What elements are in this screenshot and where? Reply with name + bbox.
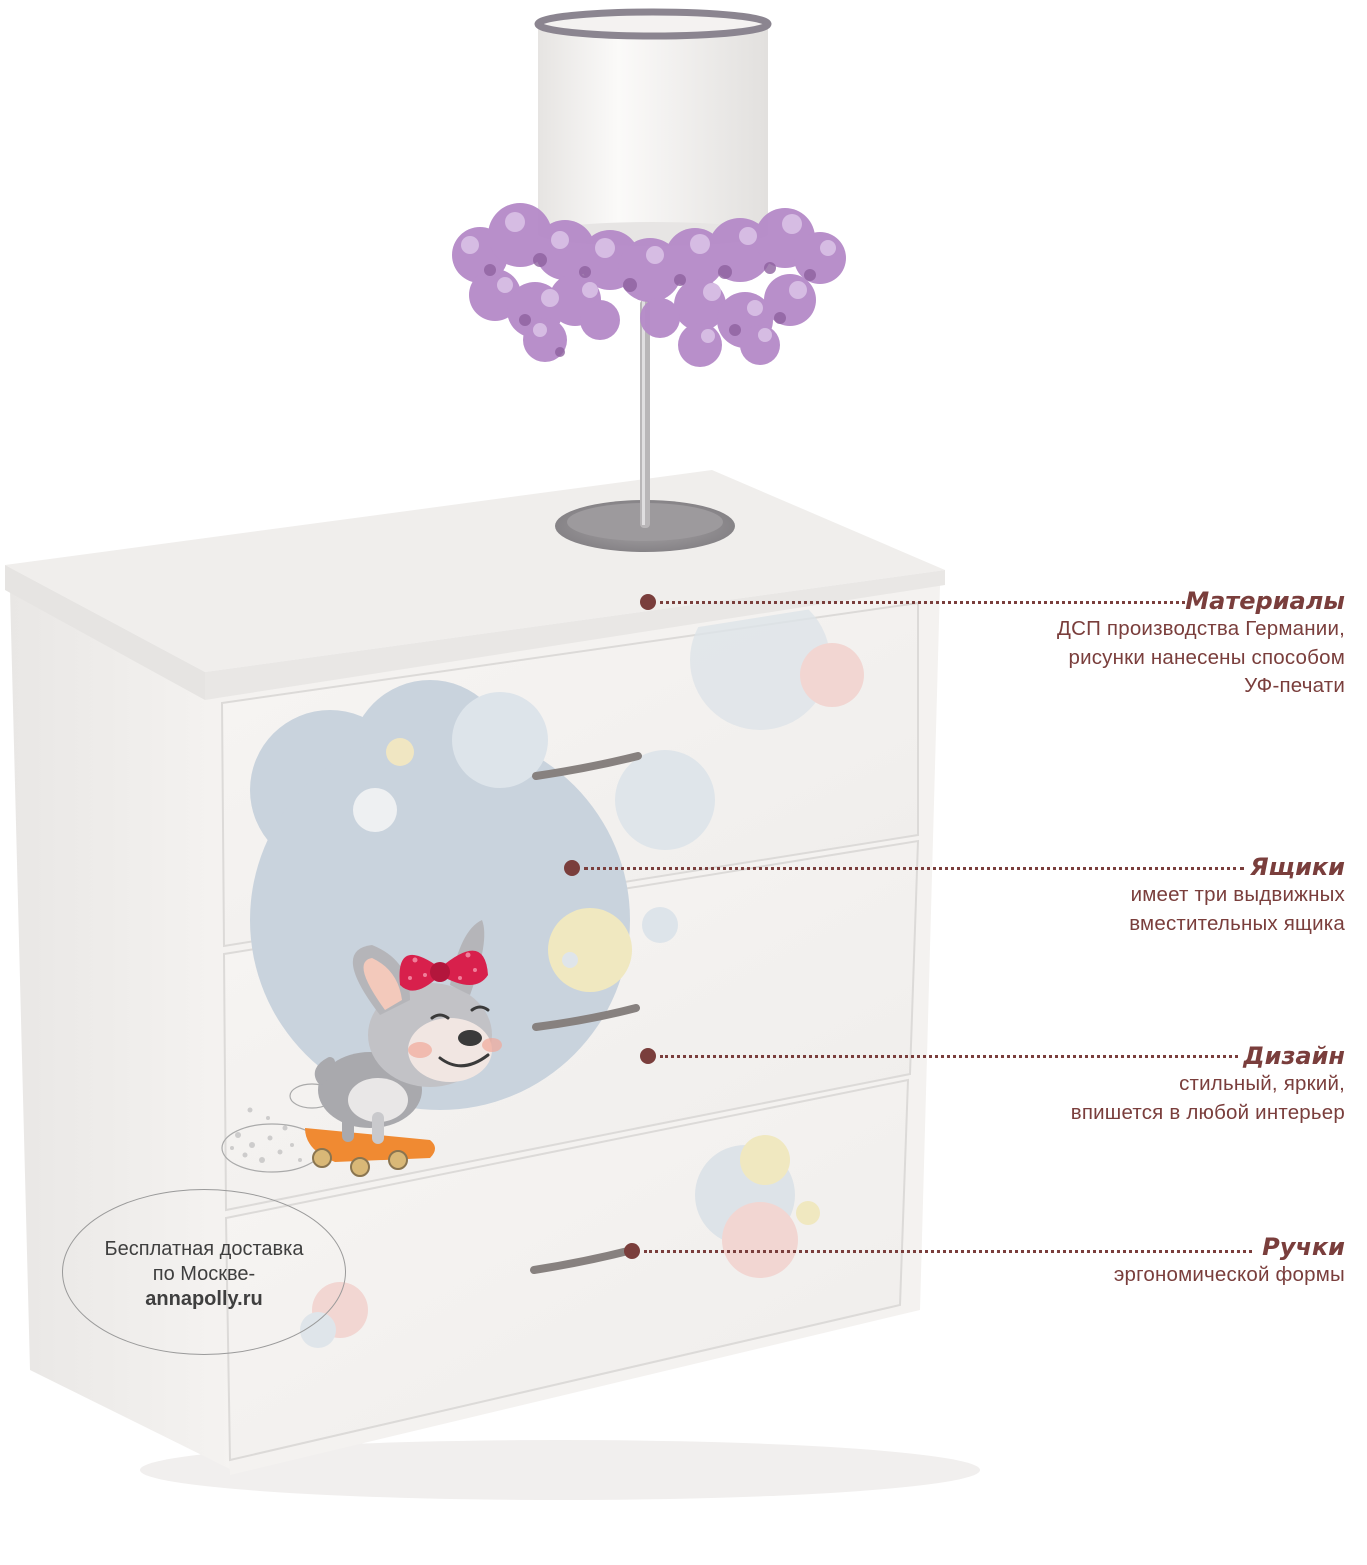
feature-materials: Материалы ДСП производства Германии, рис… bbox=[1057, 587, 1345, 701]
feature-materials-description: ДСП производства Германии, рисунки нанес… bbox=[1057, 615, 1345, 701]
flower-garland bbox=[452, 203, 846, 367]
feature-drawers-description: имеет три выдвижных вместительных ящика bbox=[1129, 881, 1345, 938]
feature-materials-line: УФ-печати bbox=[1244, 674, 1345, 697]
delivery-line-1: Бесплатная доставка bbox=[104, 1237, 304, 1260]
feature-design-line: впишется в любой интерьер bbox=[1070, 1100, 1345, 1124]
feature-materials-line: ДСП производства Германии, bbox=[1057, 617, 1345, 640]
feature-handles-description: эргономической формы bbox=[1114, 1261, 1345, 1290]
feature-handles-title: Ручки bbox=[1262, 1233, 1345, 1261]
feature-drawers: Ящики имеет три выдвижных вместительных … bbox=[1129, 853, 1345, 938]
handles-marker bbox=[624, 1243, 640, 1259]
drawer-handles bbox=[530, 752, 642, 1274]
feature-drawers-line: вместительных ящика bbox=[1129, 911, 1345, 935]
feature-materials-title: Материалы bbox=[1185, 587, 1345, 615]
feature-design-line: стильный, яркий, bbox=[1179, 1072, 1345, 1095]
design-leader bbox=[660, 1055, 1238, 1058]
feature-materials-line: рисунки нанесены способом bbox=[1068, 645, 1345, 669]
materials-leader bbox=[660, 601, 1185, 604]
handles-leader bbox=[644, 1250, 1252, 1253]
drawers-marker bbox=[564, 860, 580, 876]
feature-design-title: Дизайн bbox=[1243, 1042, 1345, 1070]
feature-drawers-line: имеет три выдвижных bbox=[1130, 883, 1345, 906]
materials-marker bbox=[640, 594, 656, 610]
bubble-print bbox=[250, 592, 864, 1348]
delivery-site: annapolly.ru bbox=[145, 1287, 263, 1310]
drawers-leader bbox=[584, 867, 1244, 870]
lamp-illustration bbox=[452, 8, 846, 552]
dog-on-skateboard-illustration bbox=[221, 920, 502, 1177]
feature-design-description: стильный, яркий, впишется в любой интерь… bbox=[1071, 1070, 1345, 1127]
delivery-line-2: по Москве- bbox=[152, 1262, 256, 1285]
delivery-badge: Бесплатная доставка по Москве- annapolly… bbox=[62, 1189, 346, 1355]
design-marker bbox=[640, 1048, 656, 1064]
feature-design: Дизайн стильный, яркий, впишется в любой… bbox=[1071, 1042, 1345, 1127]
feature-handles: Ручки эргономической формы bbox=[1114, 1233, 1345, 1290]
feature-drawers-title: Ящики bbox=[1250, 853, 1345, 881]
feature-handles-line: эргономической формы bbox=[1113, 1263, 1345, 1286]
